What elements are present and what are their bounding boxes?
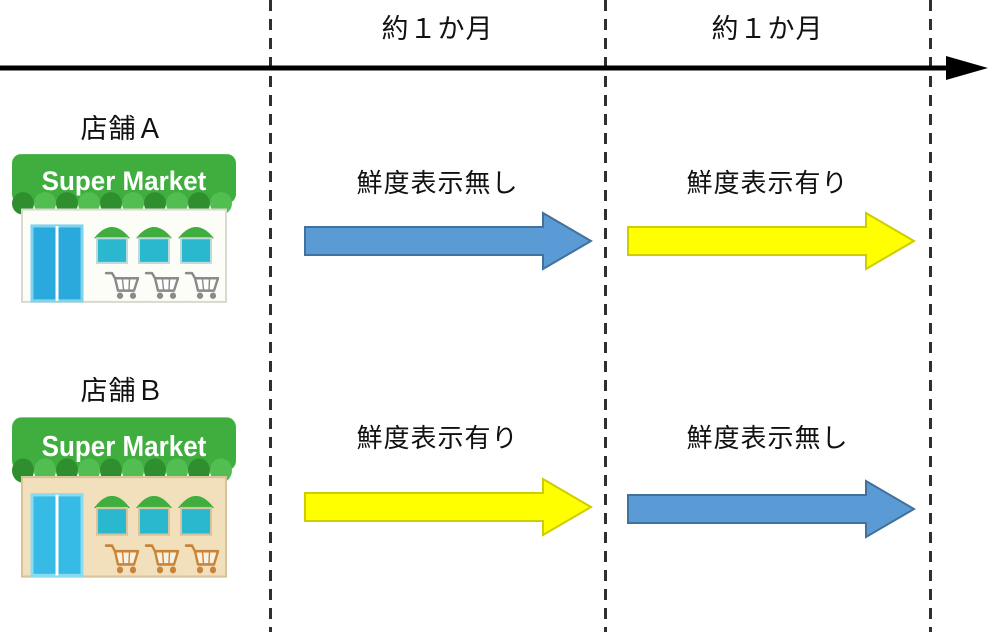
store-b-illustration: Super Market bbox=[12, 417, 236, 578]
timeline-axis-arrow bbox=[0, 56, 988, 80]
store-b-phase-2-label: 鮮度表示無し bbox=[686, 423, 849, 453]
block-arrow-shape bbox=[304, 477, 593, 537]
store-b-phase-2-arrow bbox=[627, 479, 916, 539]
store-a-phase-1-label: 鮮度表示無し bbox=[356, 168, 519, 198]
store-a-windows bbox=[94, 226, 214, 264]
store-a-door bbox=[30, 224, 84, 303]
store-a-phase-1-arrow bbox=[304, 211, 593, 271]
store-b-name: 店舗Ｂ bbox=[80, 376, 165, 406]
store-b-phase-1-arrow bbox=[304, 477, 593, 537]
block-arrow-shape bbox=[627, 211, 916, 271]
phase-1-duration-label: 約１か月 bbox=[381, 14, 494, 44]
block-arrow-shape bbox=[627, 479, 916, 539]
phase-2-duration-label: 約１か月 bbox=[711, 14, 824, 44]
phase-divider-2 bbox=[604, 0, 607, 632]
store-a-phase-2-label: 鮮度表示有り bbox=[686, 168, 849, 198]
block-arrow-shape bbox=[304, 211, 593, 271]
store-a-sign: Super Market bbox=[12, 154, 236, 215]
store-b-door bbox=[30, 493, 84, 578]
phase-divider-3 bbox=[929, 0, 932, 632]
store-a-illustration: Super Market bbox=[12, 154, 236, 303]
phase-divider-1 bbox=[269, 0, 272, 632]
store-a-sign-text: Super Market bbox=[42, 166, 207, 196]
store-b-windows bbox=[94, 495, 214, 536]
store-b-sign-text: Super Market bbox=[42, 430, 207, 463]
timeline-arrowhead-icon bbox=[946, 56, 988, 80]
store-a-phase-2-arrow bbox=[627, 211, 916, 271]
store-a-name: 店舗Ａ bbox=[80, 114, 165, 144]
store-b-sign: Super Market bbox=[12, 417, 236, 483]
store-b-phase-1-label: 鮮度表示有り bbox=[356, 423, 519, 453]
